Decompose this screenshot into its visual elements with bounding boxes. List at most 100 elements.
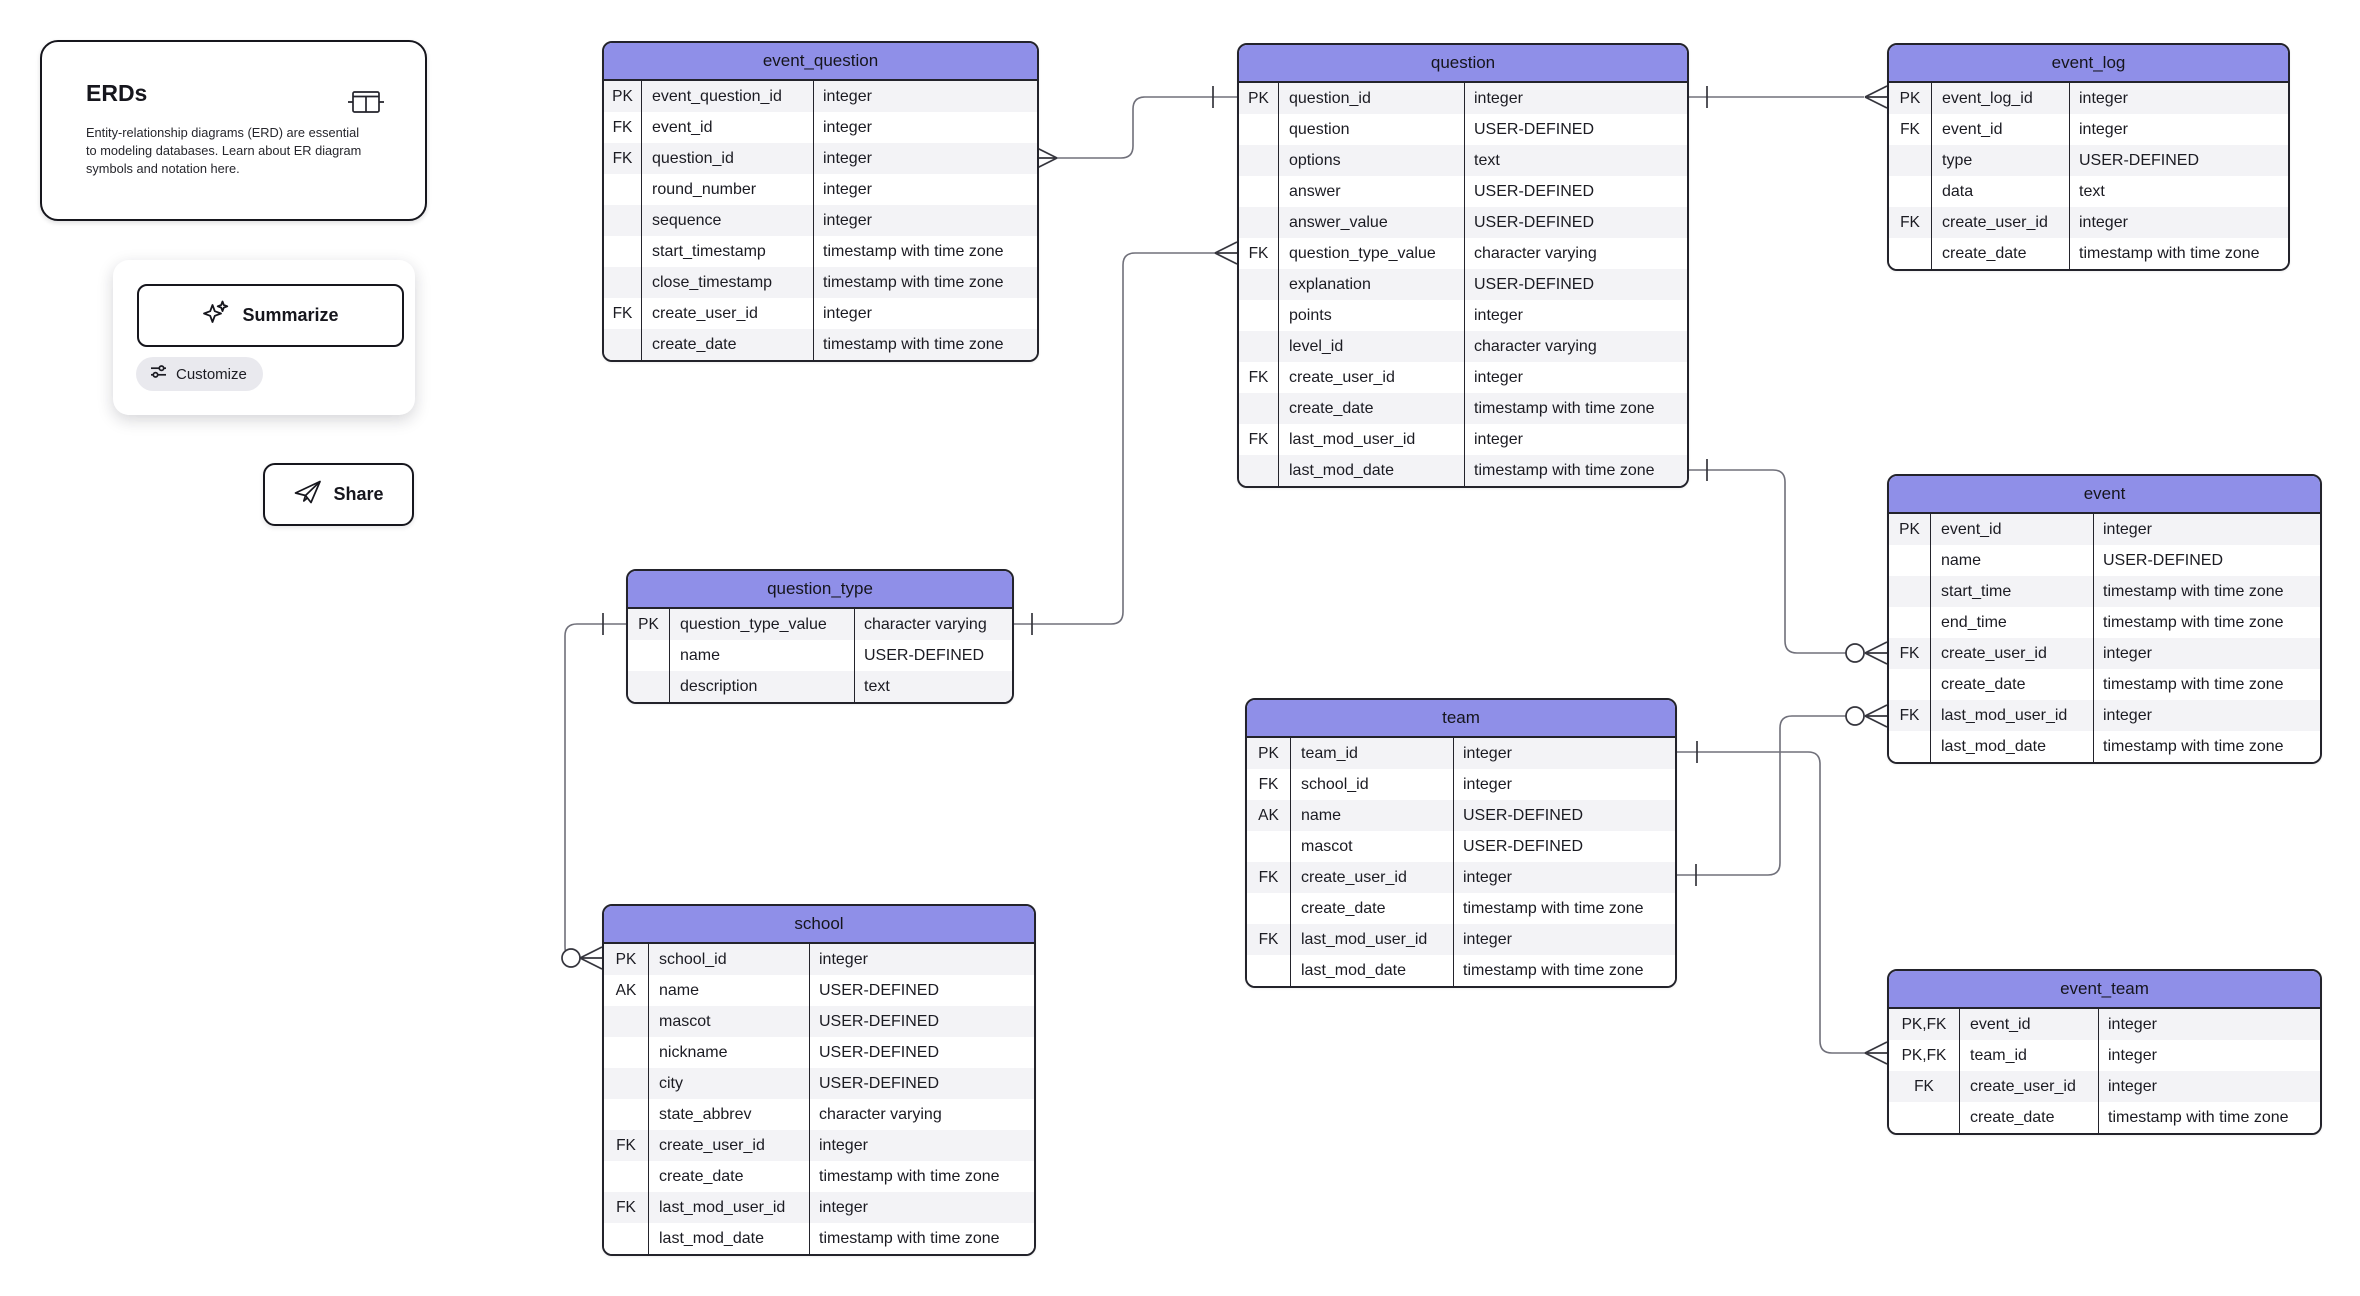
row-field-name: question: [1279, 114, 1465, 145]
row-field-type: text: [1474, 152, 1500, 169]
row-key-flag: [604, 174, 642, 205]
row-field-type: timestamp with time zone: [2103, 614, 2284, 631]
connector-line[interactable]: [1057, 96, 1237, 159]
row-key-flag: FK: [1889, 1071, 1960, 1102]
connector-event_question-question[interactable]: [1034, 86, 1237, 170]
connector-line[interactable]: [1673, 715, 1846, 876]
entity-title[interactable]: event_log: [1889, 45, 2288, 83]
row-field-type: integer: [823, 305, 872, 322]
connector-line[interactable]: [1685, 469, 1846, 654]
row-field-name: name: [1291, 800, 1454, 831]
row-field-type: integer: [823, 88, 872, 105]
row-field-type: integer: [1474, 431, 1523, 448]
row-field-name: last_mod_date: [1291, 955, 1454, 986]
row-field-type: timestamp with time zone: [823, 336, 1004, 353]
row-field-type: integer: [823, 212, 872, 229]
row-field-name: level_id: [1279, 331, 1465, 362]
row-field-type: integer: [2103, 521, 2152, 538]
row-field-name: data: [1932, 176, 2070, 207]
row-field-type: USER-DEFINED: [1463, 838, 1584, 855]
entity-title[interactable]: question: [1239, 45, 1687, 83]
row-key-flag: [1247, 831, 1291, 862]
connector-question_type-question[interactable]: [1010, 241, 1238, 635]
row-field-type: integer: [823, 150, 872, 167]
row-field-name: options: [1279, 145, 1465, 176]
paper-plane-icon: [293, 479, 323, 510]
row-key-flag: AK: [604, 975, 649, 1006]
connector-question-event_log[interactable]: [1685, 85, 1888, 109]
entity-title[interactable]: question_type: [628, 571, 1012, 609]
row-field-type: USER-DEFINED: [864, 647, 985, 664]
row-field-name: nickname: [649, 1037, 810, 1068]
row-key-flag: [1239, 300, 1279, 331]
erd-info-card[interactable]: ERDs Entity-relationship diagrams (ERD) …: [40, 40, 427, 221]
row-field-name: create_date: [1960, 1102, 2099, 1133]
crow-foot-many: [1864, 85, 1888, 109]
summarize-button[interactable]: Summarize: [137, 284, 404, 347]
row-key-flag: FK: [604, 298, 642, 329]
row-field-type: integer: [2103, 707, 2152, 724]
entity-title[interactable]: event: [1889, 476, 2320, 514]
connector-question_type-school[interactable]: [561, 613, 626, 970]
entity-row: last_mod_date timestamp with time zone: [1247, 955, 1675, 986]
row-field-name: create_date: [649, 1161, 810, 1192]
row-key-flag: [1239, 145, 1279, 176]
row-field-type: timestamp with time zone: [1463, 962, 1644, 979]
connector-line[interactable]: [1673, 751, 1865, 1054]
connector-team-event_team[interactable]: [1673, 741, 1888, 1065]
row-key-flag: PK: [628, 609, 670, 640]
entity-title[interactable]: school: [604, 906, 1034, 944]
customize-button[interactable]: Customize: [136, 357, 263, 391]
entity-title[interactable]: event_team: [1889, 971, 2320, 1009]
row-field-type: timestamp with time zone: [2103, 583, 2284, 600]
row-key-flag: [604, 1037, 649, 1068]
row-key-flag: FK: [604, 143, 642, 174]
row-field-name: school_id: [649, 944, 810, 975]
row-key-flag: [628, 671, 670, 702]
entity-title[interactable]: event_question: [604, 43, 1037, 81]
crow-foot-many: [1214, 241, 1238, 265]
row-field-type: USER-DEFINED: [819, 1013, 940, 1030]
row-key-flag: [1239, 331, 1279, 362]
row-field-type: integer: [1474, 307, 1523, 324]
row-key-flag: [1889, 145, 1932, 176]
row-field-type: text: [864, 678, 890, 695]
customize-label: Customize: [176, 365, 247, 383]
row-key-flag: [1889, 176, 1932, 207]
row-key-flag: [1239, 114, 1279, 145]
connector-line[interactable]: [1010, 252, 1215, 625]
row-key-flag: FK: [1247, 862, 1291, 893]
row-field-name: event_id: [642, 112, 814, 143]
entity-title[interactable]: team: [1247, 700, 1675, 738]
row-key-flag: [628, 640, 670, 671]
row-field-name: name: [670, 640, 855, 671]
row-key-flag: [1239, 176, 1279, 207]
connector-team-event[interactable]: [1673, 704, 1888, 886]
share-button[interactable]: Share: [263, 463, 414, 526]
row-field-name: event_id: [1960, 1009, 2099, 1040]
connector-question-event[interactable]: [1685, 459, 1888, 665]
row-key-flag: PK: [1889, 514, 1931, 545]
